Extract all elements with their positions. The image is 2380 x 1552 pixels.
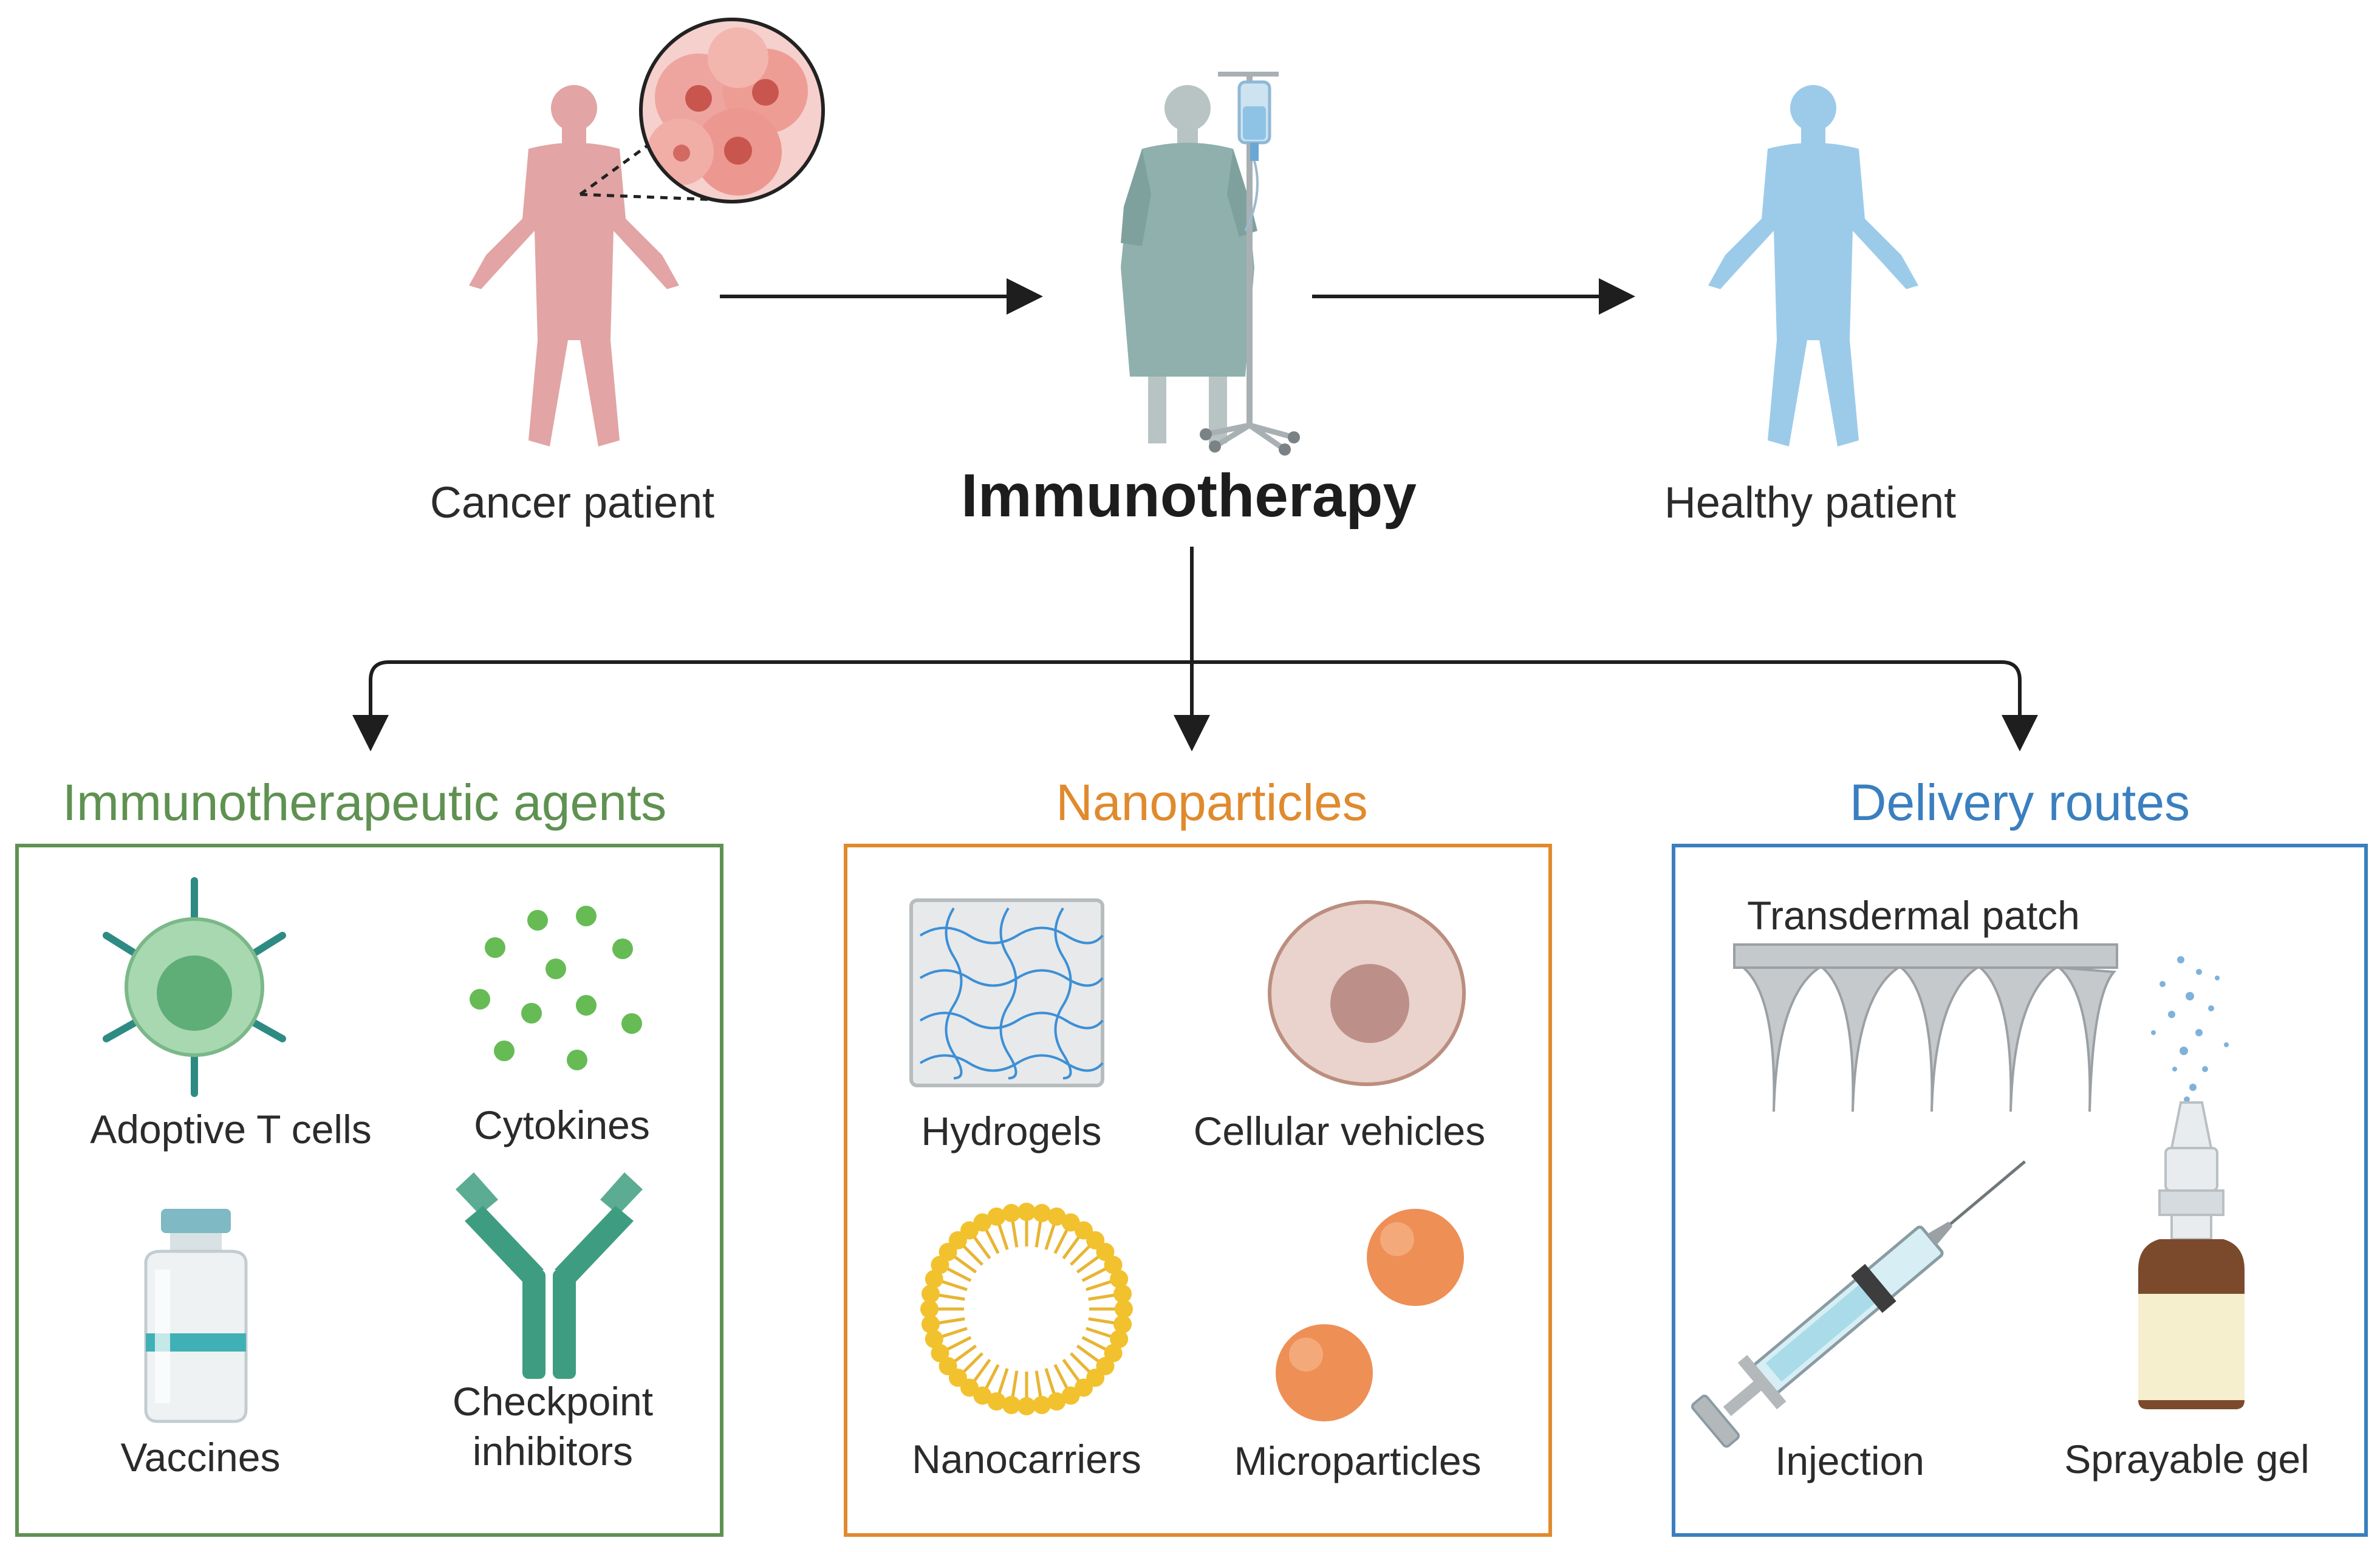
cancer-patient-label: Cancer patient [430, 479, 714, 527]
healthy-patient-figure [1708, 85, 1918, 446]
cytokines-label: Cytokines [474, 1102, 650, 1147]
nanocarriers-label: Nanocarriers [912, 1437, 1141, 1482]
microparticles-label: Microparticles [1234, 1438, 1481, 1483]
zoom-lines [579, 129, 736, 202]
transdermal-patch-icon [1733, 943, 2118, 1112]
cancer-patient-figure [469, 85, 679, 446]
tumor-cells-icon [639, 18, 825, 203]
vaccines-label: Vaccines [121, 1435, 281, 1480]
healthy-patient-label: Healthy patient [1664, 479, 1956, 527]
hydrogels-label: Hydrogels [921, 1109, 1101, 1154]
patient-with-iv-figure [1121, 72, 1300, 456]
t-cell-icon [103, 877, 286, 1097]
hydrogel-icon [909, 898, 1104, 1087]
spray-bottle-icon [2138, 956, 2245, 1409]
routes-box [1672, 844, 2368, 1537]
cellular-vehicle-icon [1268, 900, 1466, 1086]
microparticles-icon [1276, 1209, 1464, 1421]
checkpoint-label-line2: inhibitors [473, 1429, 633, 1474]
cellular-vehicles-label: Cellular vehicles [1194, 1109, 1486, 1154]
agents-title: Immunotherapeutic agents [63, 774, 667, 831]
vaccine-vial-icon [144, 1209, 248, 1423]
t-cells-label: Adoptive T cells [90, 1107, 371, 1152]
sprayable-gel-label: Sprayable gel [2064, 1437, 2310, 1482]
syringe-injection-icon [1691, 1160, 2026, 1448]
routes-title: Delivery routes [1850, 774, 2190, 831]
nanoparticles-box [844, 844, 1552, 1537]
cytokines-icon [470, 906, 642, 1070]
agents-box [15, 844, 723, 1537]
transdermal-patch-label: Transdermal patch [1747, 893, 2080, 938]
branch-connector [352, 547, 2038, 751]
injection-label: Injection [1775, 1438, 1924, 1483]
nanoparticles-title: Nanoparticles [1056, 774, 1368, 831]
checkpoint-inhibitor-antibody-icon [456, 1172, 643, 1379]
checkpoint-label-line1: Checkpoint [453, 1379, 653, 1424]
nanocarrier-liposome-icon [920, 1203, 1133, 1415]
immunotherapy-title: Immunotherapy [961, 462, 1417, 530]
